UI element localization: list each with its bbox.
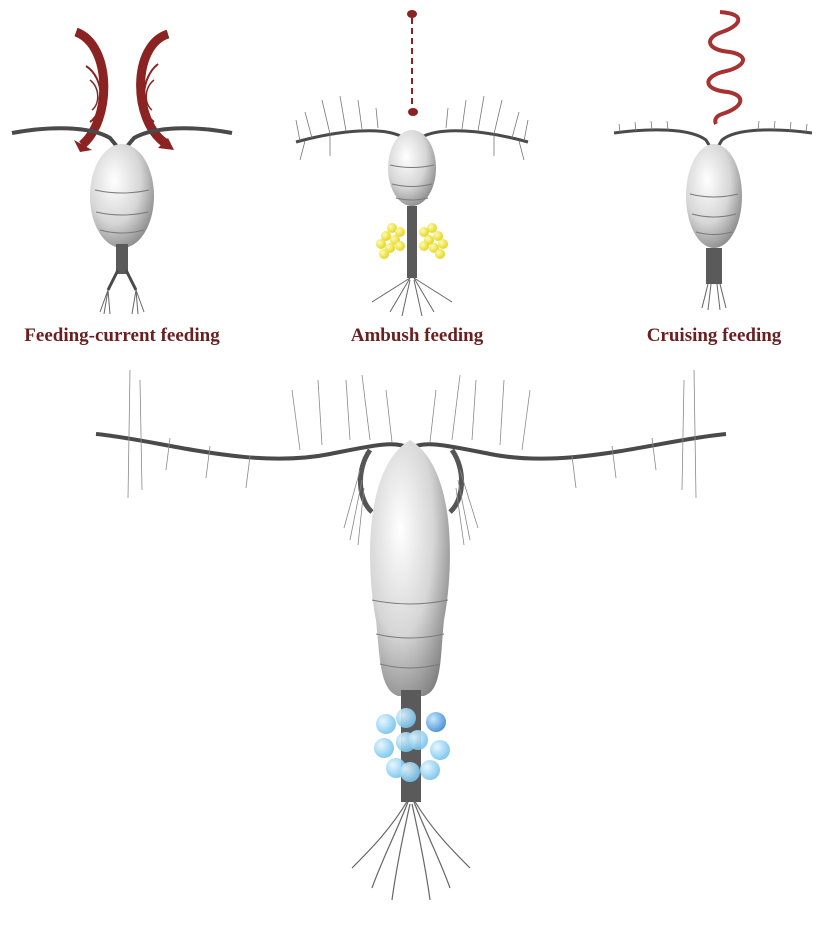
feeding-current-label: Feeding-current feeding — [24, 325, 219, 347]
cruising-swim-path — [708, 12, 743, 124]
feeding-current-flow-arcs — [74, 32, 174, 152]
main-egg-sacs — [374, 708, 450, 782]
ambush-label: Ambush feeding — [351, 325, 484, 347]
copepod-with-egg-sacs-icon — [96, 370, 726, 900]
ambush-prey-marker — [407, 10, 418, 116]
feeding-current-copepod-icon — [12, 32, 232, 314]
ambush-copepod-icon — [296, 10, 528, 316]
cruising-copepod-icon — [614, 12, 812, 310]
cruising-label: Cruising feeding — [647, 325, 782, 347]
